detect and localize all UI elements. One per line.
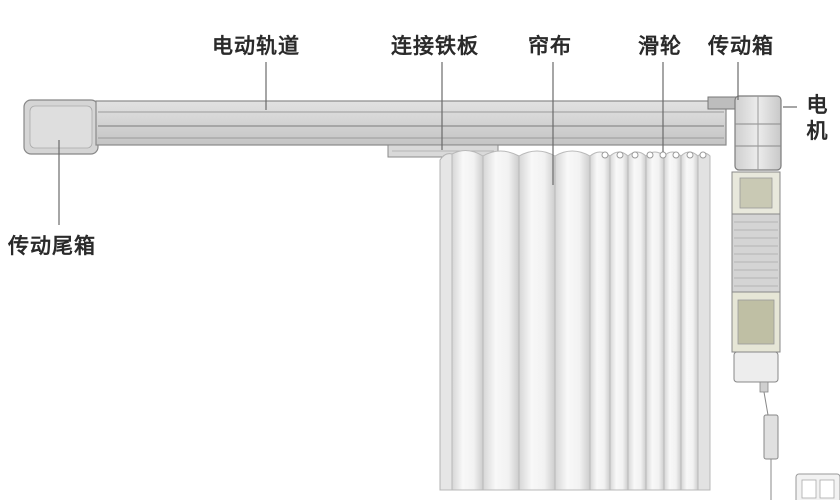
label-track: 电动轨道 [212,34,300,58]
tail-box [23,99,99,155]
label-curtain: 帘布 [528,34,572,58]
wall-switch [795,473,840,504]
label-gearbox: 传动箱 [708,34,774,58]
label-pulley: 滑轮 [638,34,682,58]
track-rail [95,100,727,146]
leader-lines [58,62,797,225]
curtain-fabric [439,150,711,491]
label-motor-char-2: 机 [806,119,828,143]
motor-unit [731,171,781,500]
label-motor: 电 机 [805,92,829,144]
label-tail-box: 传动尾箱 [8,234,96,258]
label-plate: 连接铁板 [391,34,479,58]
label-motor-char-1: 电 [806,93,828,117]
gearbox-body [707,95,782,171]
